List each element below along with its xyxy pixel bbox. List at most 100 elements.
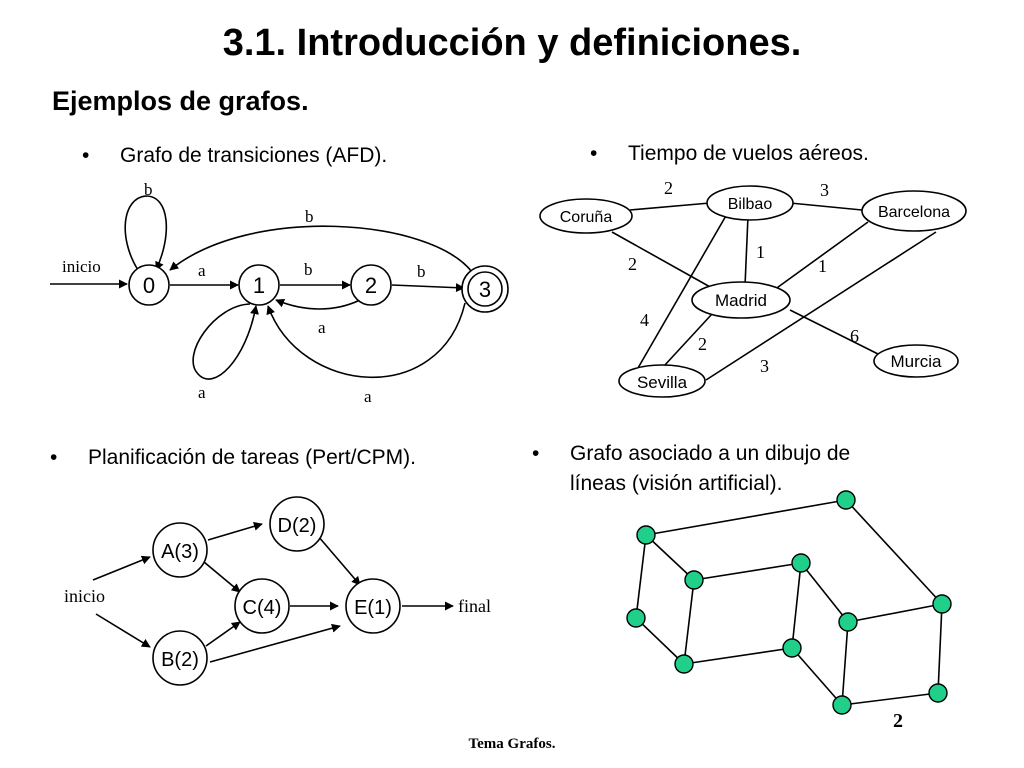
city-bilbao — [706, 185, 794, 221]
flight-edge-coruna-madrid — [611, 231, 713, 289]
city-sevilla-label: Sevilla — [637, 373, 688, 392]
flight-weight-coruna-madrid: 2 — [628, 254, 637, 274]
slide-subtitle: Ejemplos de grafos. — [52, 86, 309, 116]
bullet-dot: • — [532, 442, 540, 465]
afd-label-edge-0-3: b — [305, 207, 314, 226]
pert-edge-b-c — [205, 621, 241, 647]
afd-label-edge-0-1: a — [198, 261, 206, 280]
afd-label-edge-1-2: b — [304, 260, 313, 279]
vision-edge — [937, 603, 943, 694]
flight-weight-madrid-sevilla: 2 — [698, 334, 707, 354]
city-madrid-label: Madrid — [715, 291, 767, 310]
vision-edge — [841, 621, 849, 706]
vision-node — [626, 608, 646, 628]
bullet-pert-text: Planificación de tareas (Pert/CPM). — [88, 446, 416, 469]
pert-edge-inicio-a — [92, 555, 151, 581]
flight-weight-coruna-bilbao: 2 — [664, 178, 673, 198]
flight-weight-barcelona-sevilla: 3 — [760, 356, 769, 376]
vision-node — [636, 525, 656, 545]
pert-task-e-label: E(1) — [354, 597, 392, 619]
vision-edge — [693, 562, 802, 581]
vision-edge — [847, 603, 943, 623]
pert-task-e — [345, 578, 401, 634]
pert-edge-b-e — [209, 623, 341, 663]
flight-edge-barcelona-sevilla — [705, 231, 937, 381]
pert-task-a — [152, 522, 208, 578]
pert-edge-a-c — [203, 561, 241, 593]
pert-task-b — [152, 630, 208, 686]
city-sevilla — [618, 364, 706, 398]
flight-edge-bilbao-sevilla — [637, 213, 728, 369]
vision-label: 2 — [893, 710, 903, 732]
slide-footer: Tema Grafos. — [468, 736, 556, 752]
afd-loop-0 — [124, 195, 168, 271]
bullet-dot: • — [82, 144, 90, 167]
afd-label-loop1: a — [198, 383, 206, 402]
afd-edge-2-1 — [275, 298, 361, 310]
afd-state-2-label: 2 — [365, 273, 377, 298]
vision-node — [932, 594, 952, 614]
bullet-dot: • — [50, 446, 58, 469]
afd-diagram: inicio b b a b b a a a 0 1 2 3 — [50, 180, 509, 406]
flights-diagram: 2 3 1 2 1 4 2 6 3 Coruña Bilbao Barcelon… — [539, 178, 967, 398]
city-barcelona-label: Barcelona — [878, 204, 950, 221]
vision-node — [836, 490, 856, 510]
bullet-vision-text-2: líneas (visión artificial). — [570, 472, 783, 495]
pert-diagram: inicio final A(3) B(2) C(4) D(2) E(1) — [64, 496, 491, 686]
pert-edge-a-d — [207, 521, 263, 541]
afd-edge-3-0 — [169, 225, 473, 273]
vision-edge — [683, 579, 695, 665]
afd-label-edge-2-3: b — [417, 262, 426, 281]
flight-edge-coruna-bilbao — [629, 202, 711, 211]
vision-edge — [791, 647, 843, 706]
vision-edge — [635, 534, 647, 619]
vision-diagram: 2 — [626, 490, 952, 732]
afd-label-edge-2-1: a — [318, 318, 326, 337]
afd-label-loop0: b — [144, 180, 153, 199]
vision-node — [928, 683, 948, 703]
vision-edge — [791, 562, 802, 649]
city-bilbao-label: Bilbao — [728, 196, 773, 213]
flight-weight-barcelona-madrid: 1 — [818, 256, 827, 276]
afd-edge-3-1 — [266, 302, 466, 379]
pert-edge-inicio-b — [95, 613, 151, 648]
pert-task-d-label: D(2) — [278, 515, 317, 537]
vision-node — [782, 638, 802, 658]
pert-start-label: inicio — [64, 586, 105, 606]
flight-weight-madrid-murcia: 6 — [850, 326, 859, 346]
afd-state-0-label: 0 — [143, 273, 155, 298]
afd-start-label: inicio — [62, 257, 101, 276]
flight-edge-bilbao-madrid — [744, 215, 749, 287]
city-coruna — [539, 198, 633, 234]
flight-weight-bilbao-madrid: 1 — [756, 242, 765, 262]
pert-task-a-label: A(3) — [161, 541, 199, 563]
vision-node — [674, 654, 694, 674]
vision-edge — [683, 647, 793, 665]
slide-title: 3.1. Introducción y definiciones. — [222, 22, 802, 64]
afd-label-edge-3-1: a — [364, 387, 372, 406]
pert-task-c-label: C(4) — [243, 597, 282, 619]
pert-task-d — [269, 496, 325, 552]
flight-weight-bilbao-barcelona: 3 — [820, 180, 829, 200]
flight-edge-bilbao-barcelona — [789, 202, 863, 211]
bullet-vision-text-1: Grafo asociado a un dibujo de — [570, 442, 851, 465]
flight-edge-madrid-sevilla — [663, 313, 713, 367]
vision-node — [791, 553, 811, 573]
afd-state-0 — [128, 264, 170, 306]
vision-edge — [645, 499, 847, 536]
city-madrid — [691, 281, 791, 319]
city-coruna-label: Coruña — [560, 209, 613, 226]
vision-edge — [845, 499, 943, 605]
bullet-dot: • — [590, 142, 598, 165]
afd-state-1 — [238, 264, 280, 306]
afd-loop-1 — [192, 303, 259, 380]
city-barcelona — [861, 190, 967, 232]
vision-node — [832, 695, 852, 715]
bullet-afd-text: Grafo de transiciones (AFD). — [120, 144, 388, 167]
vision-node — [684, 570, 704, 590]
vision-edge — [841, 692, 939, 706]
afd-state-3 — [467, 271, 503, 307]
afd-state-3-label: 3 — [479, 277, 491, 302]
city-murcia — [873, 344, 959, 378]
